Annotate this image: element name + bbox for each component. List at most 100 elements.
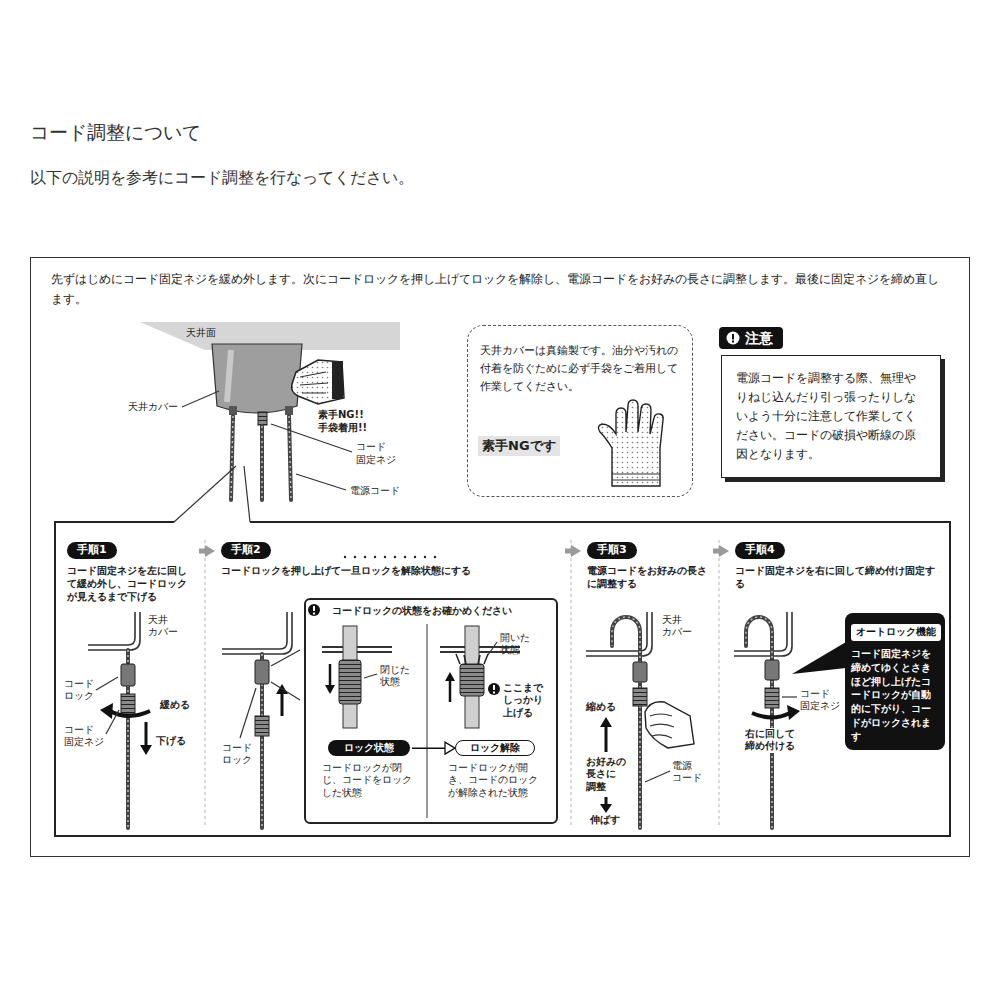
step-arrow bbox=[565, 549, 571, 554]
leader-line bbox=[182, 391, 219, 407]
cord-lock bbox=[633, 662, 647, 682]
note-box: 天井カバーは真鍮製です。油分や汚れの付着を防ぐために必ず手袋をご着用して作業して… bbox=[467, 325, 693, 497]
glove-cuff bbox=[612, 474, 660, 480]
callout-pointer bbox=[792, 642, 846, 674]
state-divider bbox=[427, 624, 428, 818]
state-name: ロック状態 bbox=[328, 742, 410, 754]
emphasis-dot bbox=[404, 556, 406, 558]
warning-icon bbox=[726, 331, 740, 345]
icon-circle bbox=[727, 332, 740, 345]
emphasis-dot bbox=[424, 556, 426, 558]
part-label: 右に回して 締め付ける bbox=[744, 728, 796, 753]
caution-heading: 注意 bbox=[719, 327, 783, 349]
step-instruction: 電源コードをお好みの長さに調整する bbox=[587, 564, 707, 590]
emphasis-dots bbox=[344, 556, 436, 558]
part-label: 縮める bbox=[586, 701, 616, 713]
glove-fingers bbox=[300, 372, 328, 393]
cord-fitting bbox=[285, 406, 293, 415]
down-arrow bbox=[605, 797, 608, 805]
intro-text: 先ずはじめにコード固定ネジを緩め外します。次にコードロックを押し上げてロックを解… bbox=[51, 270, 949, 310]
part-label: コード ロック bbox=[64, 678, 94, 703]
part-label: お好みの 長さに 調整 bbox=[586, 756, 626, 793]
part-label: 緩める bbox=[160, 699, 190, 711]
up-arrow bbox=[449, 680, 452, 702]
state-pill: ロック解除 bbox=[455, 740, 535, 756]
part-label: 天井面 bbox=[186, 327, 216, 339]
leader-line bbox=[645, 771, 670, 782]
cord-lock bbox=[765, 660, 779, 680]
arrow-head bbox=[787, 705, 800, 720]
page-title: コード調整について bbox=[30, 120, 201, 146]
canopy-edge bbox=[222, 612, 292, 654]
part-label: コード 固定ネジ bbox=[64, 724, 104, 749]
cord-twist bbox=[289, 416, 291, 500]
fixing-screw bbox=[255, 716, 269, 736]
step-badge: 手順2 bbox=[221, 542, 271, 559]
autolock-callout: オートロック機能コード固定ネジを締めてゆくとさきほど押し上げたコードロックが自動… bbox=[845, 613, 945, 750]
emphasis-dot bbox=[414, 556, 416, 558]
part-label: コード ロック bbox=[222, 742, 252, 767]
cord-twist bbox=[231, 416, 233, 500]
up-arrow bbox=[605, 726, 608, 752]
arrow-head bbox=[100, 703, 113, 719]
part-label: 開いた 状態 bbox=[500, 632, 530, 657]
step-divider bbox=[571, 540, 572, 828]
part-label: 下げる bbox=[156, 735, 186, 747]
step-instruction: コードロックを押し上げて一旦ロックを解除状態にする bbox=[221, 564, 559, 577]
caution-text: 電源コードを調整する際、無理やりねじ込んだり引っ張ったりしないよう十分に注意して… bbox=[721, 355, 941, 478]
part-label: コードロックが閉じ、コードをロックした状態 bbox=[322, 762, 412, 799]
leader-line bbox=[106, 710, 119, 734]
ceiling-canopy bbox=[212, 344, 302, 413]
warning-icon-bar bbox=[493, 685, 495, 690]
power-cord bbox=[231, 416, 233, 500]
fixing-screw bbox=[633, 688, 647, 706]
caution-box: 注意電源コードを調整する際、無理やりねじ込んだり引っ張ったりしないよう十分に注意… bbox=[717, 327, 949, 497]
warning-icon-bar bbox=[313, 606, 315, 611]
emphasis-dot bbox=[374, 556, 376, 558]
cord-fitting bbox=[229, 406, 237, 415]
step-badge: 手順3 bbox=[587, 542, 637, 559]
leader-line bbox=[96, 677, 118, 690]
fixing-screw bbox=[765, 688, 779, 708]
canopy-highlight bbox=[227, 350, 231, 402]
canopy-edge bbox=[586, 612, 647, 651]
subtitle: 以下の説明を参考にコード調整を行なってください。 bbox=[30, 168, 414, 189]
cord-lock-closed bbox=[339, 660, 361, 704]
part-label: 閉じた 状態 bbox=[380, 664, 410, 689]
arrow-head bbox=[600, 804, 612, 813]
fixing-screw bbox=[258, 412, 267, 425]
step-badge: 手順1 bbox=[67, 542, 117, 559]
hand-fingers bbox=[650, 714, 674, 738]
part-label: コード 固定ネジ bbox=[356, 440, 396, 466]
hand bbox=[645, 702, 694, 748]
cord-twist bbox=[746, 617, 772, 828]
zoom-callout bbox=[271, 650, 300, 700]
warning-icon bbox=[488, 683, 500, 695]
work-glove bbox=[598, 400, 663, 486]
state-arrow bbox=[412, 747, 445, 749]
warning-badge: 素手NGです bbox=[478, 436, 560, 456]
leader-line bbox=[240, 688, 256, 738]
turn-arrow bbox=[752, 713, 790, 718]
icon-dot bbox=[732, 341, 734, 343]
part-label: コード 固定ネジ bbox=[800, 688, 840, 713]
emphasis-dot bbox=[364, 556, 366, 558]
warning-icon bbox=[308, 604, 320, 616]
state-pill: ロック状態 bbox=[328, 740, 410, 756]
power-cord bbox=[260, 426, 264, 500]
canopy-edge bbox=[88, 612, 140, 650]
up-arrow bbox=[281, 693, 284, 716]
cord-lock bbox=[255, 660, 269, 684]
gloved-hand bbox=[292, 360, 344, 404]
leader-line bbox=[296, 474, 346, 490]
leader-line bbox=[782, 696, 797, 697]
canopy-edge bbox=[88, 612, 135, 645]
step-badge: 手順4 bbox=[735, 542, 785, 559]
cord-twist bbox=[612, 617, 640, 828]
step-divider bbox=[205, 540, 206, 828]
part-label: 伸ばす bbox=[590, 814, 620, 826]
warning-icon-dot bbox=[313, 613, 315, 615]
part-label: 天井 カバー bbox=[148, 614, 178, 639]
